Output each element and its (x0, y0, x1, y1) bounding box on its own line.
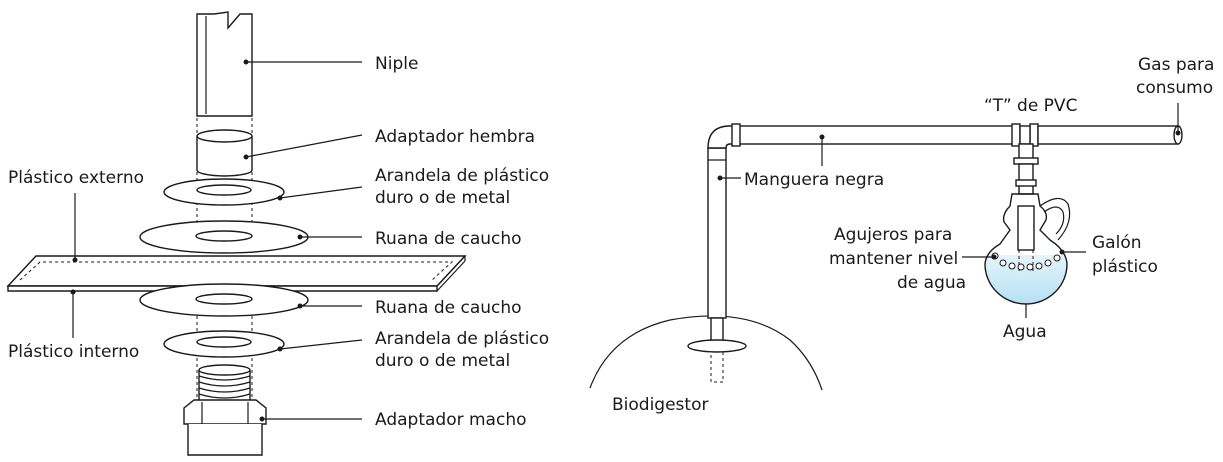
left-exploded-assembly: Niple Adaptador hembra Arandela de plást… (6, 11, 549, 456)
biodigestor-arch (589, 315, 823, 391)
label-biodigestor: Biodigestor (612, 395, 708, 415)
agujeros-label-3: de agua (897, 273, 966, 293)
gas-label-2: consumo (1136, 78, 1213, 98)
label-t-pvc: “T” de PVC (984, 96, 1077, 116)
ruana-inferior (139, 283, 309, 317)
label-ruana-inferior: Ruana de caucho (297, 298, 522, 318)
plastico-interno-label: Plástico interno (8, 342, 139, 362)
arandela-inferior (163, 330, 285, 358)
label-niple: Niple (243, 54, 418, 74)
label-plastico-interno: Plástico interno (8, 289, 139, 362)
arandela-superior (163, 178, 285, 206)
label-adaptador-hembra: Adaptador hembra (243, 127, 535, 160)
arandela-inferior-label-2: duro o de metal (375, 351, 510, 371)
gas-label-1: Gas para (1138, 55, 1214, 75)
arandela-superior-label-2: duro o de metal (375, 188, 510, 208)
adaptador-macho (183, 364, 267, 456)
galon-label-1: Galón (1092, 233, 1142, 253)
ruana-superior-label: Ruana de caucho (375, 229, 522, 249)
ruana-inferior-label: Ruana de caucho (375, 298, 522, 318)
galon-label-2: plástico (1092, 257, 1158, 277)
manguera-horizontal (731, 123, 1183, 147)
label-manguera: Manguera negra (717, 134, 884, 190)
agujeros-label-1: Agujeros para (834, 225, 952, 245)
plastico-interno-sheet (7, 255, 466, 292)
niple-label: Niple (375, 54, 418, 74)
niple-pipe (196, 11, 253, 117)
t-pvc-fitting (1013, 125, 1039, 195)
label-agua: Agua (1003, 304, 1047, 342)
right-gas-system: Gas para consumo “T” de PVC Manguera neg… (589, 55, 1214, 415)
manguera-vertical (687, 147, 747, 383)
adaptador-hembra-label: Adaptador hembra (375, 127, 535, 147)
label-gas-consumo: Gas para consumo (1136, 55, 1214, 136)
biodigestor-label: Biodigestor (612, 395, 708, 415)
agujeros-label-2: mantener nivel (829, 249, 958, 269)
galon-plastico (984, 193, 1071, 305)
plastico-externo-label: Plástico externo (8, 168, 144, 188)
label-plastico-externo: Plástico externo (8, 168, 144, 263)
label-galon: Galón plástico (1059, 233, 1158, 277)
manguera-label: Manguera negra (744, 170, 884, 190)
label-ruana-superior: Ruana de caucho (297, 229, 522, 249)
label-arandela-inferior: Arandela de plástico duro o de metal (277, 329, 549, 371)
arandela-superior-label-1: Arandela de plástico (375, 166, 549, 186)
adaptador-macho-label: Adaptador macho (375, 410, 527, 430)
agua-label: Agua (1003, 322, 1047, 342)
t-pvc-label: “T” de PVC (984, 96, 1077, 116)
label-adaptador-macho: Adaptador macho (259, 410, 527, 430)
arandela-inferior-label-1: Arandela de plástico (375, 329, 549, 349)
label-agujeros: Agujeros para mantener nivel de agua (829, 225, 997, 293)
adaptador-hembra (196, 129, 253, 177)
ruana-superior (139, 220, 309, 254)
label-arandela-superior: Arandela de plástico duro o de metal (277, 166, 549, 208)
